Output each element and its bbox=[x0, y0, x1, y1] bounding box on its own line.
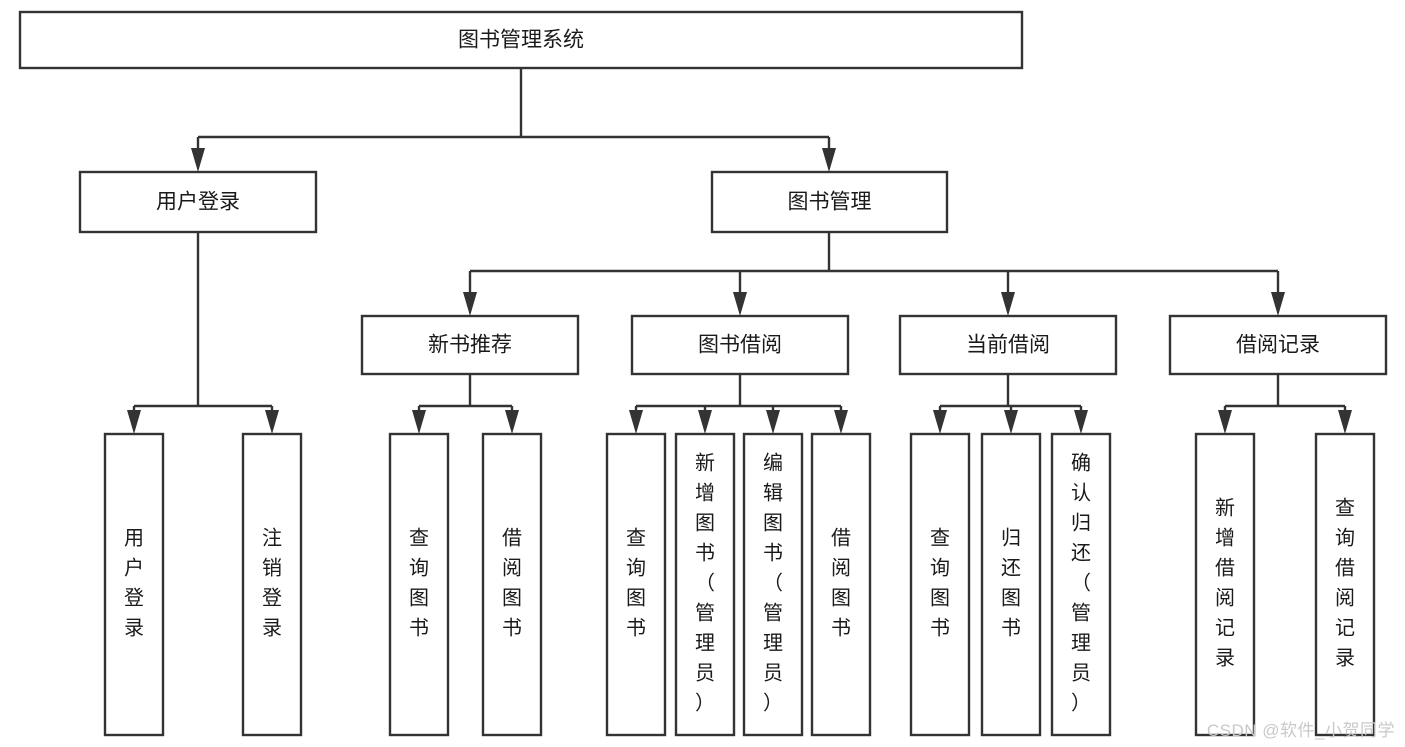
node-label: 新书推荐 bbox=[428, 334, 512, 357]
connector-arrowhead bbox=[1271, 292, 1285, 316]
node-label: 借阅图书 bbox=[502, 527, 522, 640]
node-label: 新增图书（管理员） bbox=[695, 452, 715, 715]
connector-borrow-record-to-leaves bbox=[1218, 374, 1352, 434]
connector-arrowhead bbox=[698, 410, 712, 434]
node-box[interactable] bbox=[388, 432, 450, 737]
connector-arrowhead bbox=[1218, 410, 1232, 434]
node-leaf-add-book[interactable]: 新增图书（管理员） bbox=[674, 432, 736, 737]
node-label: 确认归还（管理员） bbox=[1071, 452, 1091, 715]
node-box[interactable] bbox=[481, 432, 543, 737]
node-leaf-add-record[interactable]: 新增借阅记录 bbox=[1194, 432, 1256, 737]
node-book-manage[interactable]: 图书管理 bbox=[710, 170, 949, 234]
node-box[interactable] bbox=[78, 170, 318, 234]
node-box[interactable] bbox=[241, 432, 303, 737]
connector-arrowhead bbox=[822, 148, 836, 172]
connector-arrowhead bbox=[265, 410, 279, 434]
node-leaf-query-record[interactable]: 查询借阅记录 bbox=[1314, 432, 1376, 737]
node-box[interactable] bbox=[980, 432, 1042, 737]
node-leaf-user-logout[interactable]: 注销登录 bbox=[241, 432, 303, 737]
node-box[interactable] bbox=[630, 314, 850, 376]
connector-arrowhead bbox=[463, 292, 477, 316]
node-label: 图书管理 bbox=[788, 191, 872, 214]
node-box[interactable] bbox=[898, 314, 1118, 376]
connector-arrowhead bbox=[1004, 410, 1018, 434]
node-borrow-record[interactable]: 借阅记录 bbox=[1168, 314, 1388, 376]
node-box[interactable] bbox=[1194, 432, 1256, 737]
node-label: 查询图书 bbox=[930, 527, 950, 640]
node-leaf-edit-book[interactable]: 编辑图书（管理员） bbox=[742, 432, 804, 737]
connector-arrowhead bbox=[733, 292, 747, 316]
node-box[interactable] bbox=[674, 432, 736, 737]
node-leaf-user-login[interactable]: 用户登录 bbox=[103, 432, 165, 737]
node-label: 图书管理系统 bbox=[458, 29, 584, 52]
node-box[interactable] bbox=[742, 432, 804, 737]
node-box[interactable] bbox=[103, 432, 165, 737]
node-label: 查询图书 bbox=[626, 527, 646, 640]
node-box[interactable] bbox=[909, 432, 971, 737]
connector-level2-to-level3 bbox=[463, 232, 1285, 316]
node-leaf-borrow-book-1[interactable]: 借阅图书 bbox=[481, 432, 543, 737]
node-leaf-return-book[interactable]: 归还图书 bbox=[980, 432, 1042, 737]
node-label: 归还图书 bbox=[1001, 527, 1021, 640]
node-leaf-confirm-return[interactable]: 确认归还（管理员） bbox=[1050, 432, 1112, 737]
connector-book-borrow-to-leaves bbox=[629, 374, 848, 434]
node-box[interactable] bbox=[810, 432, 872, 737]
node-label: 借阅记录 bbox=[1236, 334, 1320, 357]
connector-arrowhead bbox=[766, 410, 780, 434]
connector-arrowhead bbox=[1074, 410, 1088, 434]
connector-arrowhead bbox=[412, 410, 426, 434]
node-box[interactable] bbox=[1314, 432, 1376, 737]
node-box[interactable] bbox=[605, 432, 667, 737]
node-new-book-recommend[interactable]: 新书推荐 bbox=[360, 314, 580, 376]
node-current-borrow[interactable]: 当前借阅 bbox=[898, 314, 1118, 376]
node-leaf-borrow-book-2[interactable]: 借阅图书 bbox=[810, 432, 872, 737]
connector-arrowhead bbox=[629, 410, 643, 434]
node-box[interactable] bbox=[360, 314, 580, 376]
connector-arrowhead bbox=[1338, 410, 1352, 434]
connector-user-login-to-leaves bbox=[127, 232, 279, 434]
node-leaf-query-book-2[interactable]: 查询图书 bbox=[605, 432, 667, 737]
node-layer: 图书管理系统用户登录图书管理新书推荐图书借阅当前借阅借阅记录用户登录注销登录查询… bbox=[18, 10, 1388, 737]
node-label: 注销登录 bbox=[262, 527, 282, 640]
connector-current-borrow-to-leaves bbox=[933, 374, 1088, 434]
node-label: 查询图书 bbox=[409, 527, 429, 640]
node-box[interactable] bbox=[710, 170, 949, 234]
node-label: 查询借阅记录 bbox=[1335, 497, 1355, 670]
node-label: 图书借阅 bbox=[698, 334, 782, 357]
node-root[interactable]: 图书管理系统 bbox=[18, 10, 1024, 70]
connector-arrowhead bbox=[127, 410, 141, 434]
connector-new-book-recommend-to-leaves bbox=[412, 374, 519, 434]
node-leaf-query-book-1[interactable]: 查询图书 bbox=[388, 432, 450, 737]
node-box[interactable] bbox=[1050, 432, 1112, 737]
node-label: 编辑图书（管理员） bbox=[763, 452, 783, 715]
node-box[interactable] bbox=[1168, 314, 1388, 376]
connector-layer bbox=[127, 68, 1352, 434]
node-label: 用户登录 bbox=[124, 528, 144, 640]
connector-arrowhead bbox=[505, 410, 519, 434]
connector-arrowhead bbox=[834, 410, 848, 434]
connector-arrowhead bbox=[191, 148, 205, 172]
node-label: 新增借阅记录 bbox=[1215, 497, 1235, 670]
connector-arrowhead bbox=[933, 410, 947, 434]
node-book-borrow[interactable]: 图书借阅 bbox=[630, 314, 850, 376]
node-label: 借阅图书 bbox=[831, 527, 851, 640]
connector-root-to-level2 bbox=[191, 68, 836, 172]
node-box[interactable] bbox=[18, 10, 1024, 70]
node-leaf-query-book-3[interactable]: 查询图书 bbox=[909, 432, 971, 737]
node-label: 用户登录 bbox=[156, 191, 240, 214]
node-user-login[interactable]: 用户登录 bbox=[78, 170, 318, 234]
node-label: 当前借阅 bbox=[966, 334, 1050, 357]
connector-arrowhead bbox=[1001, 292, 1015, 316]
